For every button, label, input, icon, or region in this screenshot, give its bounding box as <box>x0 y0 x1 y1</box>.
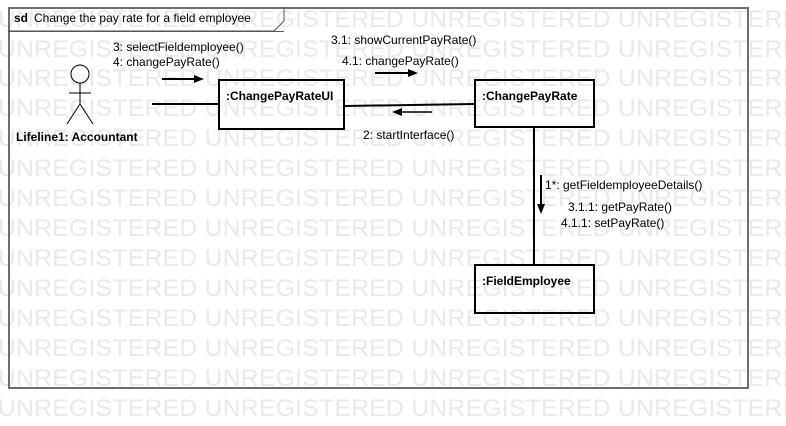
message-label: 4.1: changePayRate() <box>342 54 459 68</box>
message-label: 3.1.1: getPayRate() <box>568 200 673 214</box>
message-arrow-actor-to-ui <box>162 75 204 83</box>
message-label: 3: selectFieldemployee() <box>113 40 244 54</box>
message-label: 1*: getFieldemployeeDetails() <box>545 178 703 192</box>
message-arrow-ui-to-control <box>375 69 418 77</box>
object-name: :ChangePayRateUI <box>226 89 334 103</box>
object-change-pay-rate: :ChangePayRate <box>474 79 595 128</box>
message-label: 4: changePayRate() <box>113 55 220 69</box>
message-label: 2: startInterface() <box>363 128 455 142</box>
message-arrow-control-to-entity <box>537 175 545 214</box>
sequence-diagram-frame <box>8 7 749 389</box>
frame-title: sd Change the pay rate for a field employ… <box>14 11 251 25</box>
object-name: :ChangePayRate <box>482 89 578 103</box>
frame-label-corner <box>8 7 285 32</box>
frame-label: sd Change the pay rate for a field employ… <box>8 7 285 32</box>
actor-stick-figure <box>66 64 94 125</box>
message-label: 3.1: showCurrentPayRate() <box>331 33 477 47</box>
object-change-pay-rate-ui: :ChangePayRateUI <box>218 79 345 130</box>
message-arrow-control-to-ui <box>392 108 432 116</box>
actor-label: Lifeline1: Accountant <box>16 130 138 144</box>
message-label: 4.1.1: setPayRate() <box>561 216 665 230</box>
frame-keyword: sd <box>14 11 29 25</box>
object-name: :FieldEmployee <box>482 274 571 288</box>
link-ui-control <box>344 103 475 107</box>
object-field-employee: :FieldEmployee <box>474 264 595 314</box>
frame-title-text: Change the pay rate for a field employee <box>34 11 251 25</box>
